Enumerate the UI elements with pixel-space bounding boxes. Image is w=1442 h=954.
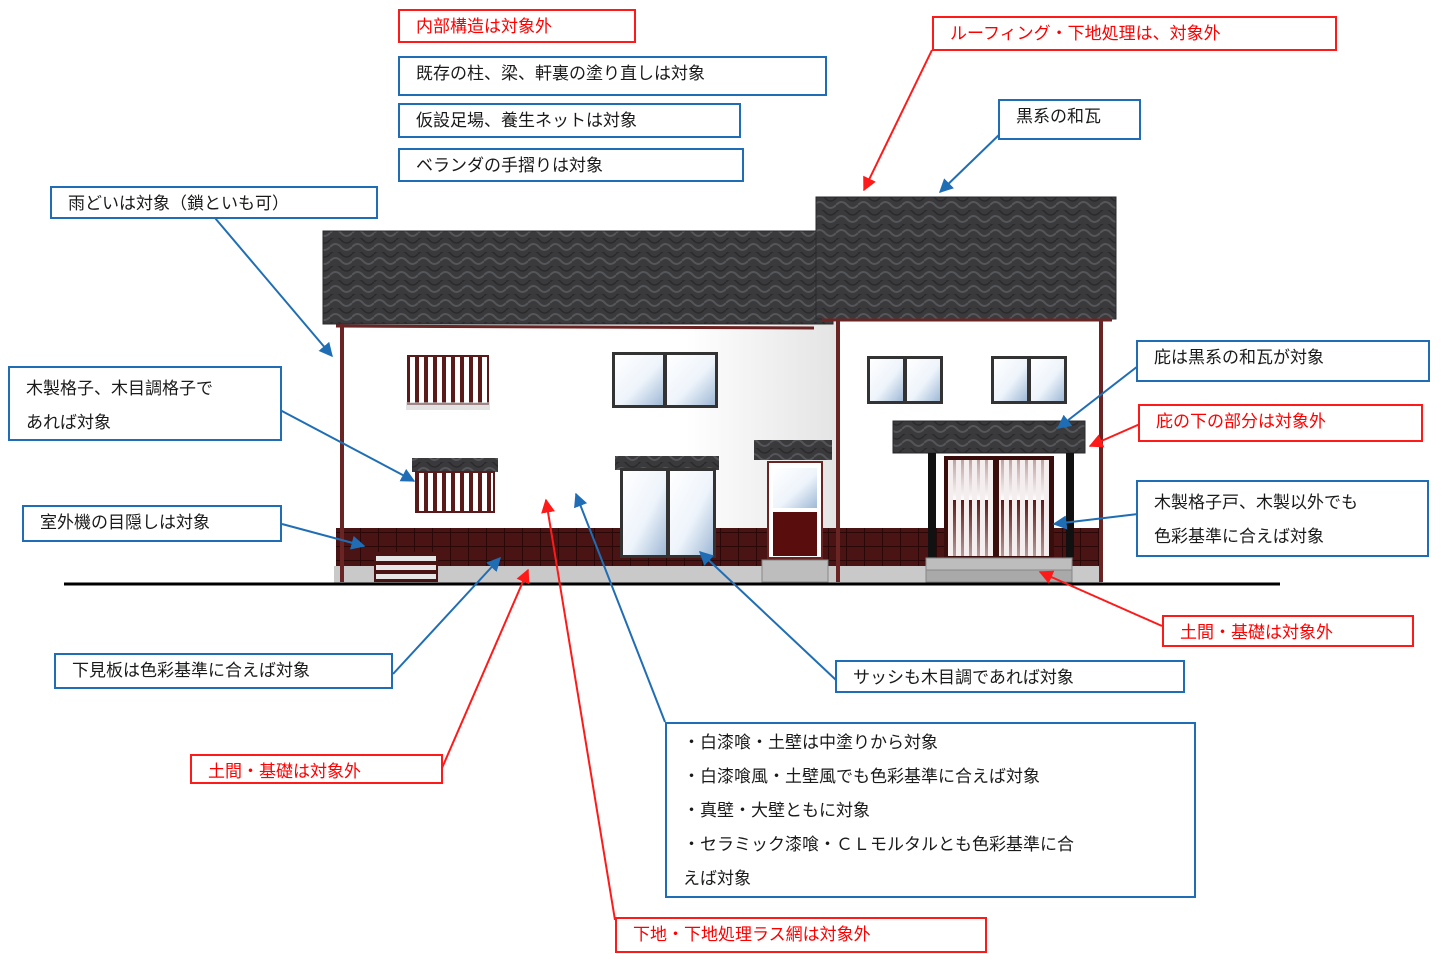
label-lattice-door: 木製格子戸、木製以外でも 色彩基準に合えば対象: [1136, 480, 1429, 557]
label-doma-right: 土間・基礎は対象外: [1162, 615, 1414, 647]
leader-arrows: [214, 49, 1163, 921]
outdoor-unit-screen: [374, 552, 438, 582]
label-outdoor-unit: 室外機の目隠しは対象: [22, 505, 282, 542]
label-black-tile: 黒系の和瓦: [998, 99, 1141, 140]
roof-right: [815, 196, 1117, 320]
label-under-eave: 庇の下の部分は対象外: [1138, 404, 1423, 442]
label-repaint-pillars: 既存の柱、梁、軒裏の塗り直しは対象: [398, 56, 827, 96]
label-sash: サッシも木目調であれば対象: [835, 660, 1185, 693]
label-scaffold: 仮設足場、養生ネットは対象: [398, 103, 741, 138]
window-right-1: [867, 356, 943, 404]
lattice-window-lower: [412, 458, 498, 513]
label-veranda: ベランダの手摺りは対象: [398, 148, 744, 182]
downspouts: [340, 320, 1103, 582]
label-internal-structure: 内部構造は対象外: [398, 9, 636, 43]
lattice-window-upper: [406, 355, 490, 410]
back-door: [754, 440, 832, 583]
label-gutter: 雨どいは対象（鎖といも可）: [50, 186, 378, 219]
label-siding: 下見板は色彩基準に合えば対象: [54, 653, 393, 689]
label-eave-tile: 庇は黒系の和瓦が対象: [1136, 340, 1430, 382]
window-upper-center: [612, 352, 718, 408]
wall-left: [336, 322, 836, 532]
label-plaster: ・白漆喰・土壁は中塗りから対象 ・白漆喰風・土壁風でも色彩基準に合えば対象 ・真…: [665, 722, 1196, 898]
label-doma-left: 土間・基礎は対象外: [190, 754, 443, 784]
window-right-2: [991, 356, 1067, 404]
entrance: [892, 420, 1086, 583]
label-roofing: ルーフィング・下地処理は、対象外: [932, 16, 1337, 51]
label-lattice: 木製格子、木目調格子で あれば対象: [8, 366, 282, 441]
roof-left: [322, 230, 834, 325]
label-lath: 下地・下地処理ラス網は対象外: [615, 917, 987, 953]
sash-door: [615, 456, 719, 558]
